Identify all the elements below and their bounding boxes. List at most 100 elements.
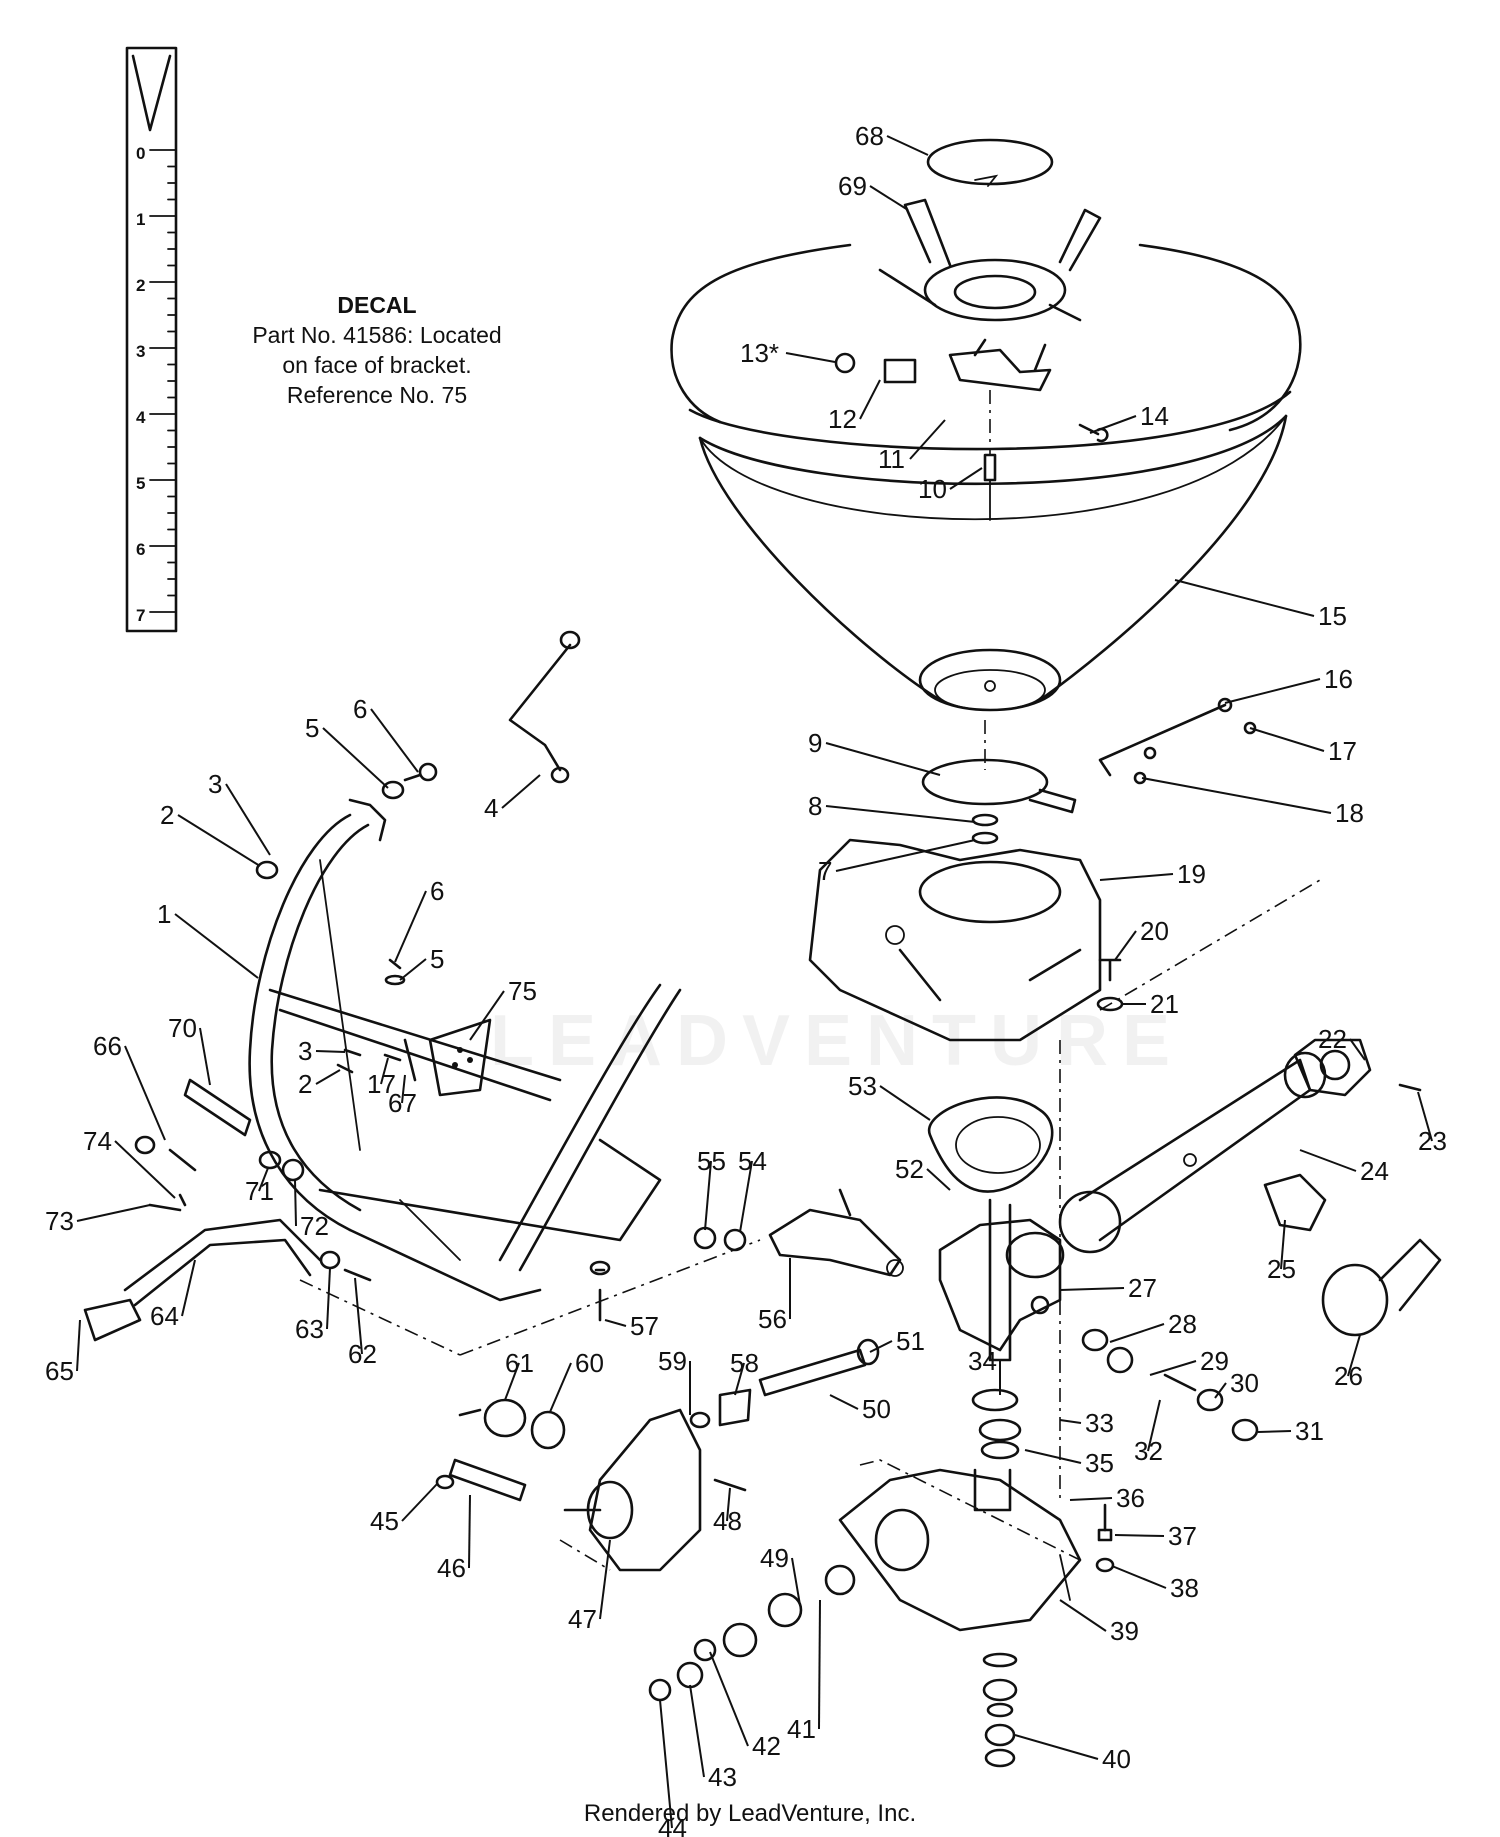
assembly-line bbox=[459, 1239, 761, 1356]
leader-line bbox=[599, 1539, 611, 1620]
part-label: 5 bbox=[430, 944, 444, 974]
part-label: 21 bbox=[1150, 989, 1179, 1019]
part-label: 75 bbox=[508, 976, 537, 1006]
part-label: 42 bbox=[752, 1731, 781, 1761]
part-label: 65 bbox=[45, 1356, 74, 1386]
part-label: 7 bbox=[818, 856, 832, 886]
part-label: 58 bbox=[730, 1348, 759, 1378]
leader-lines bbox=[76, 135, 1433, 1829]
part-label: 17 bbox=[367, 1069, 396, 1099]
leader-line bbox=[1059, 1287, 1125, 1291]
screw-23 bbox=[1398, 1083, 1422, 1092]
leader-line bbox=[1257, 1430, 1292, 1433]
leader-line bbox=[76, 1319, 81, 1372]
leader-line bbox=[785, 352, 836, 363]
lever-56 bbox=[693, 1188, 904, 1277]
part-label: 68 bbox=[855, 121, 884, 151]
bolt-48 bbox=[713, 1478, 747, 1492]
ruler-label: 1 bbox=[136, 210, 145, 229]
part-label: 8 bbox=[808, 791, 822, 821]
leader-line bbox=[1059, 1599, 1107, 1632]
part-label: 9 bbox=[808, 728, 822, 758]
part-label: 30 bbox=[1230, 1368, 1259, 1398]
washer-71 bbox=[258, 1150, 282, 1170]
leader-line bbox=[704, 1160, 712, 1231]
guard-25 bbox=[1263, 1173, 1327, 1232]
part-label: 27 bbox=[1128, 1273, 1157, 1303]
part-label: 55 bbox=[697, 1146, 726, 1176]
leader-line bbox=[709, 1651, 749, 1747]
part-label: 15 bbox=[1318, 601, 1347, 631]
part-label: 19 bbox=[1177, 859, 1206, 889]
part-label: 12 bbox=[828, 404, 857, 434]
leader-line bbox=[926, 1168, 951, 1191]
crank-4 bbox=[508, 630, 581, 784]
ruler-label: 6 bbox=[136, 540, 145, 559]
part-label: 10 bbox=[918, 474, 947, 504]
part-label: 16 bbox=[1324, 664, 1353, 694]
leader-line bbox=[1099, 873, 1174, 881]
part-label: 70 bbox=[168, 1013, 197, 1043]
part-label: 57 bbox=[630, 1311, 659, 1341]
part-label: 72 bbox=[300, 1211, 329, 1241]
leader-line bbox=[835, 839, 976, 872]
ruler-label: 3 bbox=[136, 342, 145, 361]
ruler-pointer bbox=[131, 54, 172, 132]
leader-line bbox=[1349, 1038, 1366, 1061]
leader-line bbox=[1249, 727, 1325, 752]
part-label: 41 bbox=[787, 1714, 816, 1744]
part-label: 2 bbox=[298, 1069, 312, 1099]
leader-line bbox=[859, 379, 881, 420]
part-label: 56 bbox=[758, 1304, 787, 1334]
part-labels: 12345678910111213*1415161718192021222324… bbox=[45, 121, 1447, 1837]
decal-line: on face of bracket. bbox=[282, 352, 472, 378]
seals-28-34 bbox=[971, 1328, 1259, 1460]
leader-line bbox=[829, 1394, 859, 1410]
leader-line bbox=[869, 1340, 893, 1353]
leader-line bbox=[354, 1277, 363, 1355]
washer-38-left bbox=[589, 1260, 611, 1276]
part-label: 54 bbox=[738, 1146, 767, 1176]
gasket-22 bbox=[1293, 1038, 1372, 1097]
part-label: 64 bbox=[150, 1301, 179, 1331]
leader-line bbox=[401, 1074, 406, 1104]
part-label: 71 bbox=[245, 1176, 274, 1206]
part-label: 5 bbox=[305, 713, 319, 743]
leader-line bbox=[1141, 777, 1332, 814]
leader-line bbox=[401, 1483, 438, 1522]
leader-line bbox=[1109, 1323, 1165, 1343]
decal-line: Reference No. 75 bbox=[286, 382, 468, 408]
bracket-46 bbox=[435, 1458, 527, 1502]
leader-line bbox=[225, 783, 271, 856]
leader-line bbox=[879, 1085, 931, 1121]
hopper-15 bbox=[670, 243, 1302, 712]
nut-72 bbox=[281, 1158, 305, 1182]
leader-line bbox=[726, 1487, 731, 1522]
leader-line bbox=[825, 805, 976, 823]
agitator-69 bbox=[878, 198, 1102, 322]
leader-line bbox=[1417, 1091, 1433, 1142]
bearings-41-44 bbox=[648, 1564, 856, 1702]
leader-line bbox=[1024, 1449, 1082, 1464]
ruler-label: 5 bbox=[136, 474, 145, 493]
part-label: 38 bbox=[1170, 1573, 1199, 1603]
leader-line bbox=[315, 1050, 346, 1053]
part-label: 29 bbox=[1200, 1346, 1229, 1376]
part-label: 13* bbox=[740, 338, 779, 368]
leader-line bbox=[258, 1167, 269, 1192]
rotor-47 bbox=[559, 1408, 702, 1572]
leader-line bbox=[370, 708, 419, 773]
part-label: 39 bbox=[1110, 1616, 1139, 1646]
bolts-37-38 bbox=[1095, 1503, 1115, 1573]
part-label: 51 bbox=[896, 1326, 925, 1356]
leader-line bbox=[1114, 1534, 1165, 1537]
part-label: 63 bbox=[295, 1314, 324, 1344]
leader-line bbox=[1089, 415, 1137, 434]
ruler: 0 1 2 3 4 5 6 7 bbox=[125, 46, 178, 633]
footer-credit: Rendered by LeadVenture, Inc. bbox=[583, 1800, 917, 1827]
part-label: 23 bbox=[1418, 1126, 1447, 1156]
leader-line bbox=[1059, 1419, 1082, 1424]
leader-line bbox=[1214, 1382, 1227, 1399]
part-label: 36 bbox=[1116, 1483, 1145, 1513]
ruler-ticks bbox=[149, 149, 177, 613]
